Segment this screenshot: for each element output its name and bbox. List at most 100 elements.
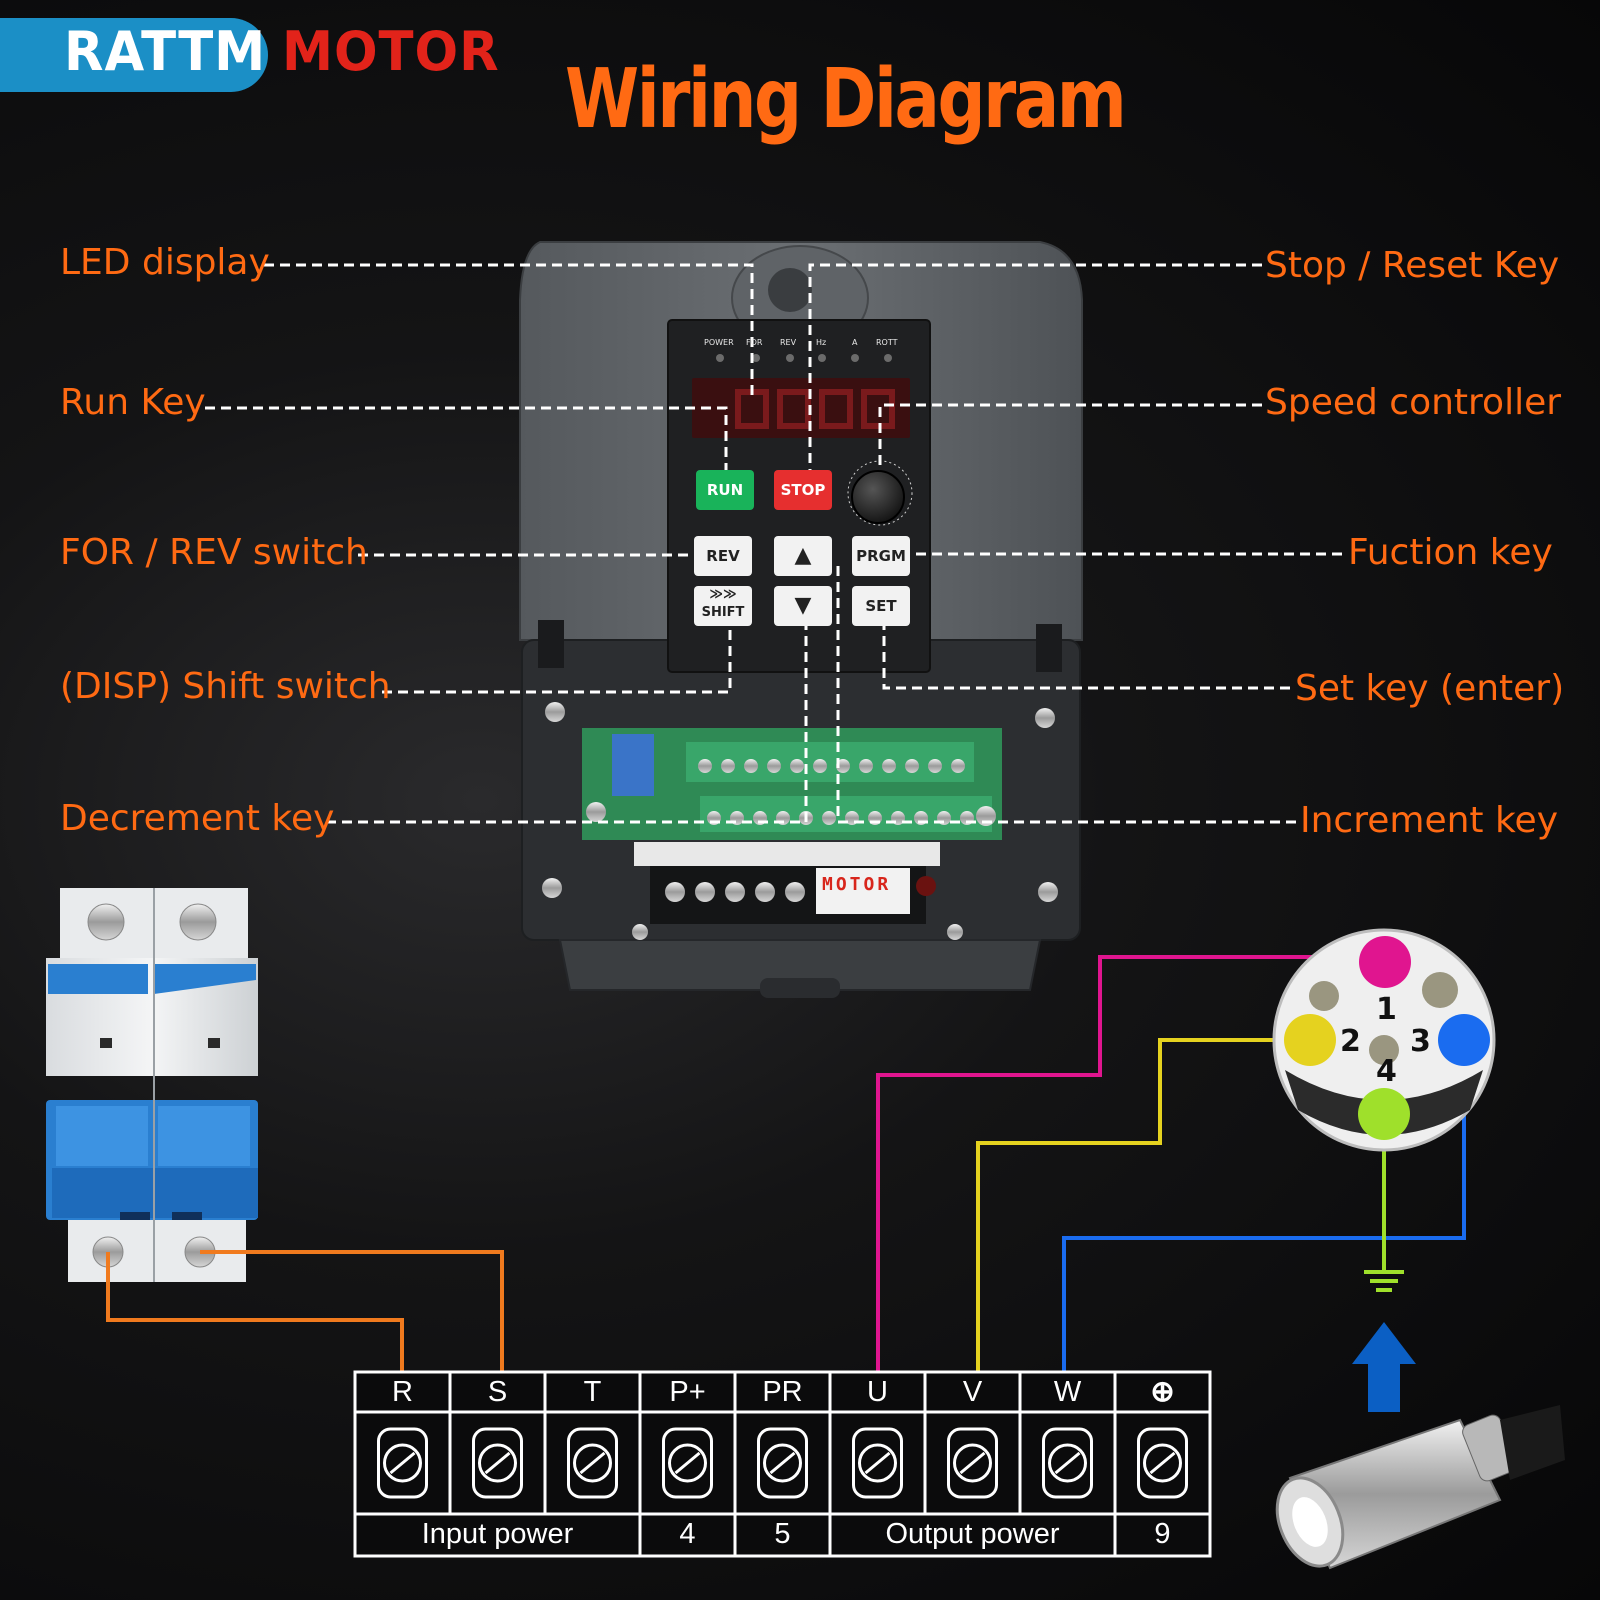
status-leds <box>716 354 892 362</box>
led-label-a: A <box>852 338 858 347</box>
label-run-key: Run Key <box>60 382 206 423</box>
leader-led-display <box>264 263 754 400</box>
terminal-screw-head <box>573 1443 612 1483</box>
terminal-screw-head <box>763 1443 802 1483</box>
led-display <box>735 389 895 429</box>
label-led-display: LED display <box>60 242 270 283</box>
arrow-up-icon <box>1352 1322 1416 1412</box>
run-button[interactable]: RUN <box>696 470 754 510</box>
arrow-down-key-icon: ▼ <box>794 593 812 618</box>
terminal-screw-head <box>858 1443 897 1483</box>
led-label-rott: ROTT <box>876 338 898 347</box>
terminal-screw-slot <box>484 1451 511 1475</box>
shift-label: SHIFT <box>701 605 745 620</box>
terminal-screw-icon <box>377 1427 428 1499</box>
leader-shift <box>382 620 732 694</box>
label-set-key: Set key (enter) <box>1295 668 1565 709</box>
terminal-screw-head <box>668 1443 707 1483</box>
group-label-9: 9 <box>1154 1518 1171 1550</box>
pin-number-4: 4 <box>1376 1054 1397 1089</box>
terminal-screw-slot <box>1054 1451 1081 1475</box>
leader-stop-reset <box>808 263 1262 480</box>
terminal-screw-head <box>953 1443 992 1483</box>
terminal-screw-icon <box>567 1427 618 1499</box>
connector-pinout <box>1272 928 1496 1152</box>
led-label-hz: Hz <box>816 338 827 347</box>
motor-terminal-label: MOTOR <box>822 874 892 895</box>
group-label-4: 4 <box>679 1518 696 1550</box>
group-label-output-power: Output power <box>885 1518 1060 1550</box>
shift-arrows-icon: ≫≫ <box>709 587 737 602</box>
arrow-up-key-icon: ▲ <box>794 543 812 568</box>
group-label-input-power: Input power <box>421 1518 574 1550</box>
wire-w <box>1062 1064 1466 1372</box>
stop-reset-button[interactable]: STOP <box>774 470 832 510</box>
wire-v <box>976 1038 1352 1372</box>
terminal-label-r: R <box>392 1376 413 1408</box>
terminal-screw-head <box>1143 1443 1182 1483</box>
prgm-function-button[interactable]: PRGM <box>852 536 910 576</box>
terminal-screw-slot <box>579 1451 606 1475</box>
pin-3-marker <box>1438 1014 1490 1066</box>
pin-2-marker <box>1284 1014 1336 1066</box>
terminal-screw-icon <box>947 1427 998 1499</box>
terminal-screw-icon <box>1042 1427 1093 1499</box>
shift-button[interactable]: ≫≫ SHIFT <box>694 586 752 626</box>
wire-u <box>876 955 1385 1372</box>
terminal-screw-head <box>478 1443 517 1483</box>
rev-button[interactable]: REV <box>694 536 752 576</box>
label-speed-controller: Speed controller <box>1265 382 1562 423</box>
terminal-screw-head <box>383 1443 422 1483</box>
ground-terminal-icon: ⊕ <box>1150 1376 1175 1408</box>
leader-lines <box>205 263 1342 824</box>
terminal-screw-slot <box>389 1451 416 1475</box>
pin-number-3: 3 <box>1410 1024 1431 1059</box>
label-function-key: Fuction key <box>1348 532 1553 573</box>
label-increment-key: Increment key <box>1300 800 1558 841</box>
led-label-power: POWER <box>704 338 734 347</box>
leader-decrement <box>326 622 808 824</box>
terminal-screw-slot <box>864 1451 891 1475</box>
leader-speed-controller <box>878 403 1262 470</box>
terminal-screw-slot <box>769 1451 796 1475</box>
set-enter-button[interactable]: SET <box>852 586 910 626</box>
terminal-label-t: T <box>583 1376 602 1408</box>
led-label-for: FOR <box>746 338 763 347</box>
leader-set-key <box>882 618 1290 690</box>
terminal-screw-icon <box>662 1427 713 1499</box>
terminal-screw-slot <box>959 1451 986 1475</box>
label-for-rev-switch: FOR / REV switch <box>60 532 368 573</box>
terminal-screw-slot <box>1149 1451 1176 1475</box>
terminal-label-v: V <box>962 1376 983 1408</box>
wires <box>106 955 1466 1372</box>
terminal-label-u: U <box>867 1376 888 1408</box>
terminal-strip <box>353 1370 1212 1558</box>
terminal-screw-icon <box>1137 1427 1188 1499</box>
group-label-5: 5 <box>774 1518 791 1550</box>
terminal-screw-head <box>1048 1443 1087 1483</box>
terminal-label-w: W <box>1053 1376 1082 1408</box>
terminal-screw-icon <box>757 1427 808 1499</box>
label-stop-reset-key: Stop / Reset Key <box>1265 245 1560 286</box>
leader-increment <box>836 560 1296 824</box>
brand-name: RATTM <box>64 20 267 83</box>
pin-1-marker <box>1359 936 1411 988</box>
pin-number-1: 1 <box>1376 992 1397 1027</box>
pin-number-2: 2 <box>1340 1024 1361 1059</box>
wire-r <box>106 1252 404 1372</box>
wire-s <box>200 1250 504 1372</box>
led-label-rev: REV <box>780 338 797 347</box>
page-title: Wiring Diagram <box>565 52 1127 147</box>
terminal-label-s: S <box>487 1376 508 1408</box>
aviation-plug <box>1275 1405 1565 1570</box>
brand-motor: MOTOR <box>282 20 500 83</box>
increment-button[interactable]: ▲ <box>774 536 832 576</box>
terminal-screw-icon <box>852 1427 903 1499</box>
speed-controller-knob <box>847 460 913 526</box>
pin-4-marker <box>1358 1088 1410 1140</box>
label-decrement-key: Decrement key <box>60 798 335 839</box>
terminal-screw-icon <box>472 1427 523 1499</box>
decrement-button[interactable]: ▼ <box>774 586 832 626</box>
